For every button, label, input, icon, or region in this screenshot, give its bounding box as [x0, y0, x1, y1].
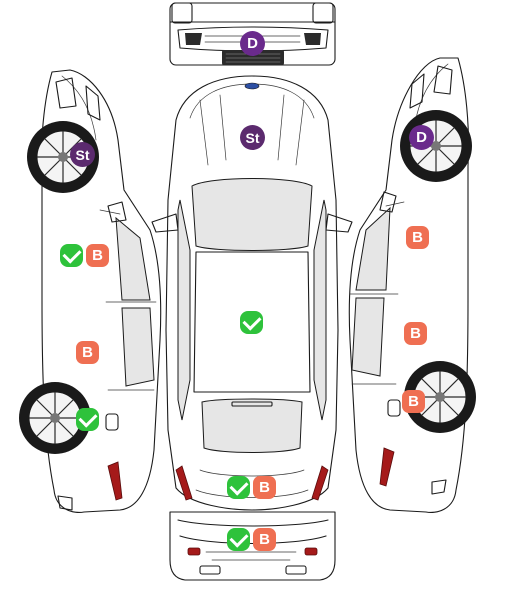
check-icon — [228, 476, 249, 496]
front-view — [169, 2, 336, 66]
right-side-view — [348, 57, 476, 513]
check-icon — [61, 244, 82, 264]
marker-roof-front[interactable]: St — [240, 125, 265, 150]
damage-badge-B[interactable]: B — [76, 341, 99, 364]
marker-rear-bumper[interactable]: B — [227, 528, 276, 551]
damage-badge-B[interactable]: B — [402, 390, 425, 413]
ok-check-badge[interactable] — [227, 476, 250, 499]
damage-badge-B[interactable]: B — [406, 226, 429, 249]
marker-left-rear-wheel[interactable] — [76, 408, 99, 431]
marker-trunk[interactable]: B — [227, 476, 276, 499]
check-icon — [77, 408, 98, 428]
damage-badge-D[interactable]: D — [240, 31, 265, 56]
left-side-view — [19, 69, 162, 513]
damage-badge-B[interactable]: B — [253, 528, 276, 551]
ok-check-badge[interactable] — [227, 528, 250, 551]
marker-right-front-wheel[interactable]: D — [409, 125, 434, 150]
marker-roof-center[interactable] — [240, 311, 263, 334]
marker-front-center[interactable]: D — [240, 31, 265, 56]
marker-right-rear-door[interactable]: B — [404, 322, 427, 345]
check-icon — [228, 528, 249, 548]
damage-badge-B[interactable]: B — [86, 244, 109, 267]
damage-badge-B[interactable]: B — [253, 476, 276, 499]
top-view — [151, 75, 353, 511]
marker-left-front-wheel[interactable]: St — [70, 142, 95, 167]
marker-left-front-door[interactable]: B — [60, 244, 109, 267]
ok-check-badge[interactable] — [76, 408, 99, 431]
marker-right-front-door[interactable]: B — [406, 226, 429, 249]
ok-check-badge[interactable] — [240, 311, 263, 334]
check-icon — [241, 311, 262, 331]
marker-left-rear-door[interactable]: B — [76, 341, 99, 364]
damage-badge-B[interactable]: B — [404, 322, 427, 345]
ok-check-badge[interactable] — [60, 244, 83, 267]
damage-badge-St[interactable]: St — [240, 125, 265, 150]
damage-badge-St[interactable]: St — [70, 142, 95, 167]
damage-badge-D[interactable]: D — [409, 125, 434, 150]
marker-right-rear-wheel[interactable]: B — [402, 390, 425, 413]
